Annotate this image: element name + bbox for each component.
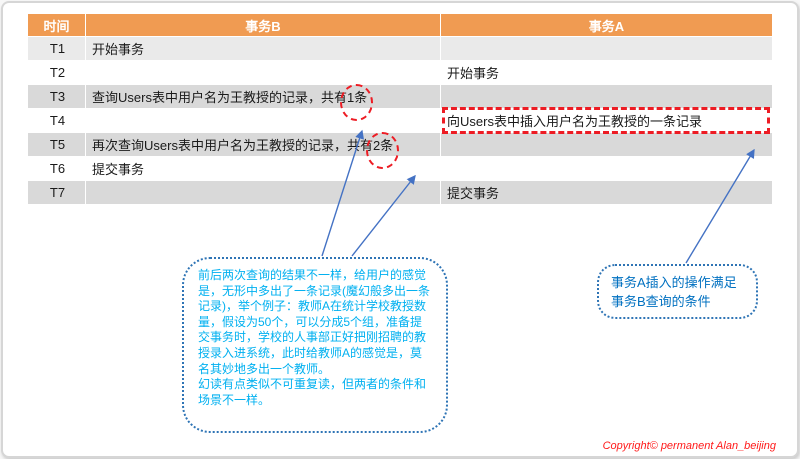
cell-time: T2	[27, 60, 86, 85]
cell-transaction-a	[440, 156, 773, 181]
cell-transaction-a: 提交事务	[440, 180, 773, 205]
cell-transaction-a	[440, 36, 773, 61]
cell-time: T5	[27, 132, 86, 157]
cell-time: T3	[27, 84, 86, 109]
cell-time: T4	[27, 108, 86, 133]
cell-transaction-a	[440, 132, 773, 157]
cell-transaction-b: 开始事务	[85, 36, 441, 61]
phantom-count-circle-1: 1条	[339, 84, 374, 121]
callout-text: 事务A插入的操作满足事务B查询的条件	[611, 274, 737, 309]
phantom-read-explanation-callout: 前后两次查询的结果不一样，给用户的感觉是，无形中多出了一条记录(魔幻般多出一条记…	[182, 257, 448, 433]
copyright-text: Copyright© permanent Alan_beijing	[602, 440, 776, 452]
cell-transaction-b	[85, 180, 441, 205]
cell-transaction-a: 向Users表中插入用户名为王教授的一条记录	[440, 107, 773, 134]
cell-time: T7	[27, 180, 86, 205]
table-row-t3: T3 查询Users表中用户名为王教授的记录，共有1条	[27, 84, 773, 121]
cell-transaction-a: 开始事务	[440, 60, 773, 85]
table-row-t7: T7 提交事务	[27, 180, 773, 205]
transaction-timeline-table: 时间 事务B 事务A T1 开始事务 T2 开始事务 T3 查询Users表中用…	[27, 13, 773, 205]
cell-transaction-b: 查询Users表中用户名为王教授的记录，共有1条	[85, 84, 441, 121]
cell-text: 向Users表中插入用户名为王教授的一条记录	[447, 114, 702, 129]
cell-time: T6	[27, 156, 86, 181]
table-row-t4: T4 向Users表中插入用户名为王教授的一条记录	[27, 107, 773, 134]
cell-text: 查询Users表中用户名为王教授的记录，共有	[92, 90, 347, 105]
header-transaction-b: 事务B	[85, 13, 441, 37]
table-row-t1: T1 开始事务	[27, 36, 773, 61]
cell-time: T1	[27, 36, 86, 61]
table-header-row: 时间 事务B 事务A	[27, 13, 773, 37]
header-transaction-a: 事务A	[440, 13, 773, 37]
table-row-t5: T5 再次查询Users表中用户名为王教授的记录，共有2条	[27, 132, 773, 169]
table-row-t2: T2 开始事务	[27, 60, 773, 85]
phantom-count-circle-2: 2条	[365, 132, 400, 169]
cell-transaction-b: 再次查询Users表中用户名为王教授的记录，共有2条	[85, 132, 441, 169]
transaction-a-condition-callout: 事务A插入的操作满足事务B查询的条件	[597, 264, 758, 319]
table-row-t6: T6 提交事务	[27, 156, 773, 181]
cell-text: 再次查询Users表中用户名为王教授的记录，共有	[92, 138, 373, 153]
cell-transaction-b	[85, 108, 441, 133]
cell-transaction-b	[85, 60, 441, 85]
cell-transaction-a	[440, 84, 773, 109]
header-time: 时间	[27, 13, 86, 37]
